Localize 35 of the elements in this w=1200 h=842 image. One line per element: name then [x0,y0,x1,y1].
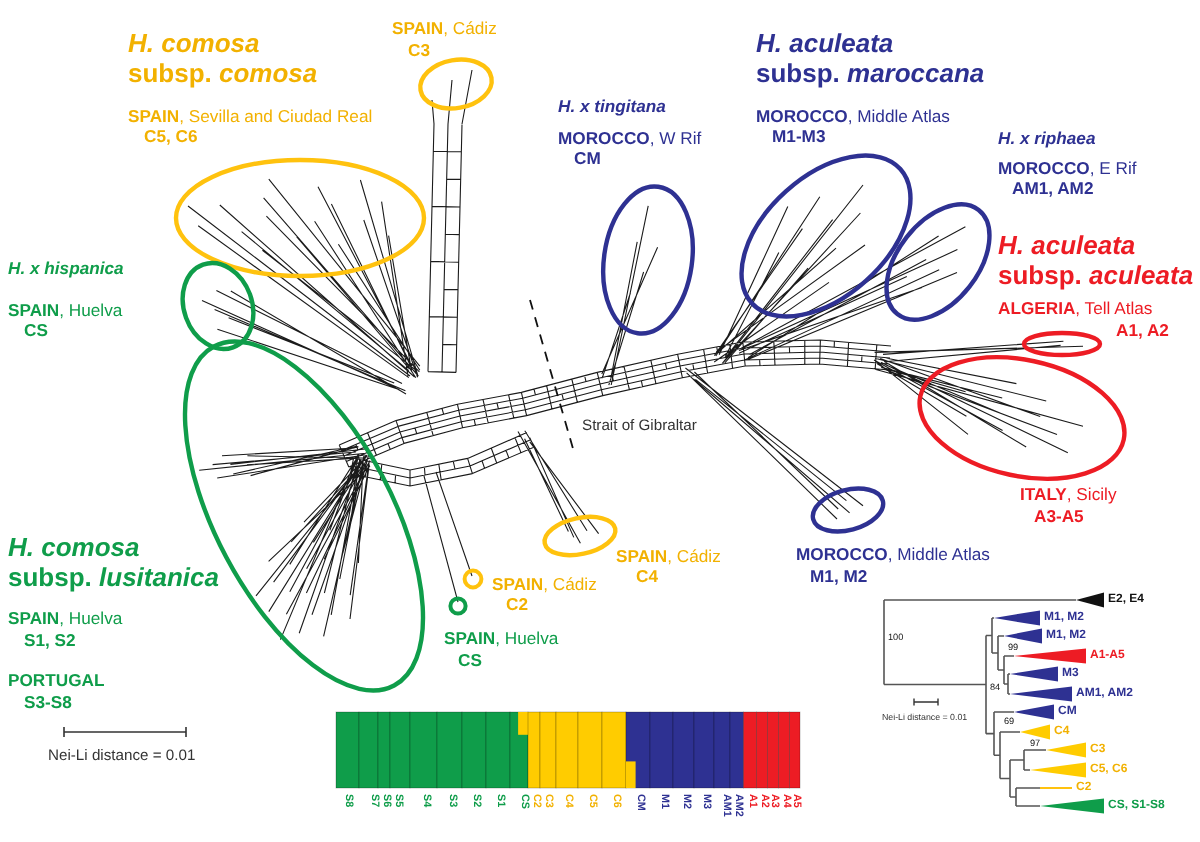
taxon-name: H. x hispanica [8,260,124,278]
population-code: C2 [506,596,528,614]
locality-label: SPAIN, Huelva [8,302,123,320]
locality-label: SPAIN, Huelva [8,610,123,628]
population-code: C5, C6 [144,128,198,146]
locality-label: SPAIN, Cádiz [616,548,721,566]
taxon-name: H. x riphaea [998,130,1096,148]
taxon-name: H. aculeata subsp. aculeata [998,230,1194,290]
population-code: CS [24,322,48,340]
locality-label: SPAIN, Sevilla and Ciudad Real [128,108,373,126]
locality-label: MOROCCO, E Rif [998,160,1137,178]
locality-label: PORTUGAL [8,672,105,690]
locality-label: SPAIN, Cádiz [392,20,497,38]
locality-label: ITALY, Sicily [1020,486,1117,504]
locality-label: ALGERIA, Tell Atlas [998,300,1153,318]
population-code: C3 [408,42,430,60]
population-code: S1, S2 [24,632,76,650]
population-code: CS [458,652,482,670]
taxon-name: H. aculeata subsp. maroccana [756,28,985,88]
population-code: S3-S8 [24,694,72,712]
population-code: CM [574,150,601,168]
locality-label: SPAIN, Cádiz [492,576,597,594]
taxon-name: H. comosa subsp. comosa [128,28,318,88]
population-code: AM1, AM2 [1012,180,1094,198]
population-code: M1, M2 [810,568,868,586]
locality-label: MOROCCO, Middle Atlas [796,546,990,564]
locality-label: MOROCCO, Middle Atlas [756,108,950,126]
locality-label: SPAIN, Huelva [444,630,559,648]
population-code: A1, A2 [1116,322,1169,340]
population-code: C4 [636,568,658,586]
population-code: M1-M3 [772,128,826,146]
locality-label: MOROCCO, W Rif [558,130,702,148]
taxon-name: H. x tingitana [558,98,666,116]
population-code: A3-A5 [1034,508,1084,526]
taxon-name: H. comosa subsp. lusitanica [8,532,219,592]
